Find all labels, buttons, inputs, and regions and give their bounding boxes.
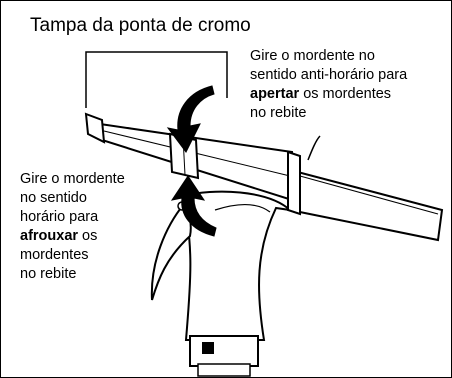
loosen-line-2: no sentido [20,190,87,206]
title-callout-line [85,51,228,108]
tighten-line-4: no rebite [250,105,307,121]
chrome-nose-tip [84,112,106,144]
loosen-line-5: mordentes [20,247,89,263]
loosen-line-4-rest: os [78,228,98,244]
tighten-line-3-rest: os mordentes [299,86,392,102]
loosen-line-6: no rebite [20,266,77,282]
rear-housing [289,168,444,242]
tighten-instruction: Gire o mordente no sentido anti-horário … [250,47,452,123]
tighten-line-1: Gire o mordente no [250,48,375,64]
tighten-line-2: sentido anti-horário para [250,67,408,83]
tighten-line-3: apertar os mordentes [250,85,452,104]
tighten-arrow [166,85,215,153]
loosen-instruction: Gire o mordente no sentido horário para … [20,170,170,284]
chrome-nose-cap-title: Tampa da ponta de cromo [30,15,251,36]
loosen-line-1: Gire o mordente [20,171,125,187]
loosen-line-4: afrouxar os [20,227,170,246]
loosen-arrow [170,175,217,237]
handle-base [189,335,259,367]
loosen-keyword: afrouxar [20,228,79,244]
tighten-keyword: apertar [250,86,300,102]
loosen-line-3: horário para [20,209,99,225]
